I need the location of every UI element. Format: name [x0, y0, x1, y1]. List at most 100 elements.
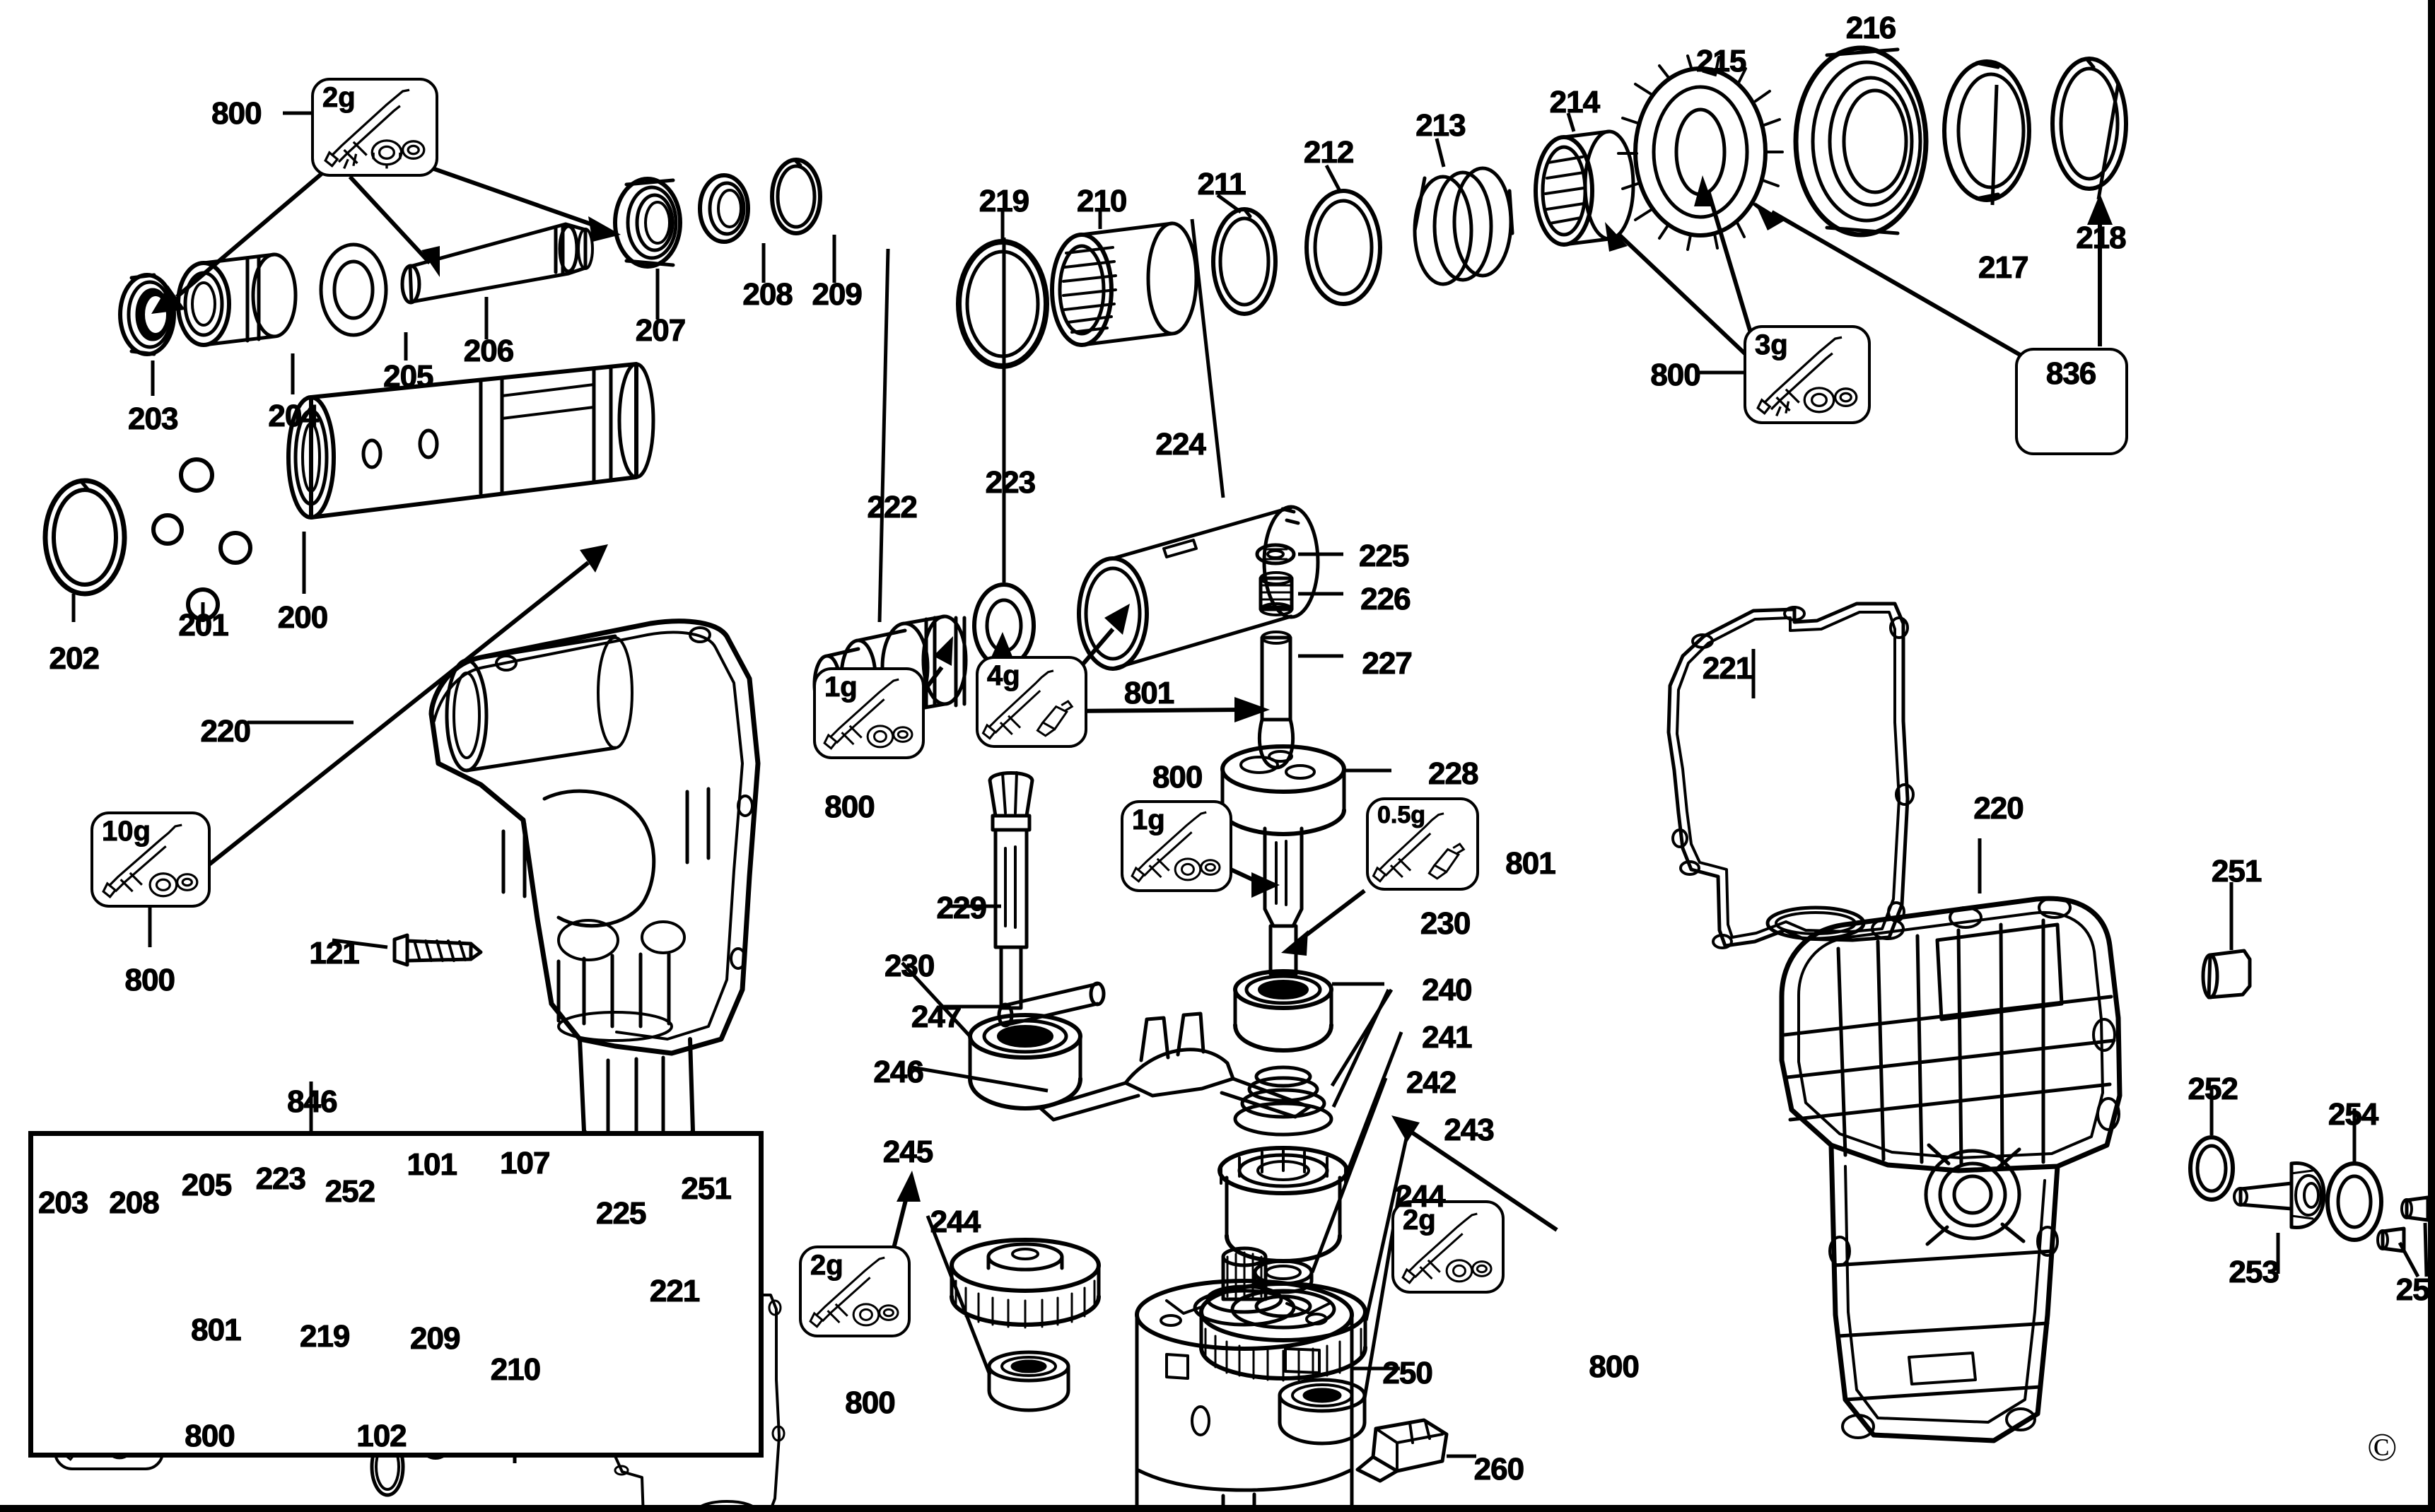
- grease-gun-gears-icon: [324, 88, 426, 170]
- part-number-251-56: 251: [2211, 854, 2262, 889]
- part-number-221-36: 221: [1702, 650, 1753, 686]
- part-number-215-21: 215: [1695, 43, 1747, 78]
- lube-amount-label: 2g: [810, 1250, 844, 1281]
- part-number-216-22: 216: [1845, 11, 1897, 46]
- part-number-207-5: 207: [635, 313, 687, 348]
- part-number-229-37: 229: [936, 890, 988, 925]
- legend-part-number-801-9: 801: [191, 1313, 243, 1348]
- legend-part-number-210-12: 210: [490, 1352, 542, 1388]
- legend-part-number-219-10: 219: [299, 1319, 351, 1354]
- part-number-212-18: 212: [1303, 135, 1355, 170]
- part-number-801-39: 801: [1505, 846, 1557, 881]
- grease-gun-tube-icon: [981, 669, 1074, 740]
- legend-part-number-205-2: 205: [181, 1168, 233, 1203]
- part-number-246-45: 246: [873, 1054, 925, 1089]
- lube-box-10g-220: 10g: [90, 811, 211, 908]
- lube-box-836: [2015, 348, 2128, 455]
- part-number-243-47: 243: [1444, 1113, 1495, 1148]
- part-number-205-3: 205: [383, 359, 435, 394]
- part-number-200-10: 200: [277, 600, 329, 635]
- lube-box-2g-243: 2g: [1391, 1200, 1505, 1294]
- part-number-260-54: 260: [1473, 1451, 1525, 1487]
- part-number-250-52: 250: [1382, 1355, 1434, 1390]
- part-number-244-50: 244: [1395, 1178, 1447, 1214]
- lube-box-1g-222: 1g: [813, 667, 925, 759]
- part-number-230-40: 230: [1420, 906, 1471, 942]
- lube-amount-label: 4g: [987, 660, 1021, 691]
- part-number-800-0: 800: [211, 95, 263, 131]
- lube-box-2g-245: 2g: [799, 1246, 911, 1337]
- part-number-227-32: 227: [1362, 646, 1413, 681]
- part-number-211-17: 211: [1197, 166, 1246, 201]
- part-number-240-42: 240: [1422, 972, 1473, 1007]
- lube-amount-label: 0.5g: [1377, 802, 1426, 828]
- part-number-800-53: 800: [1589, 1349, 1640, 1384]
- part-number-846-14: 846: [287, 1084, 339, 1120]
- lube-box-05g-801: 0.5g: [1366, 797, 1479, 891]
- part-number-230-41: 230: [884, 949, 935, 984]
- part-number-800-34: 800: [824, 789, 876, 824]
- lube-box-3g-top-right: 3g: [1744, 325, 1871, 424]
- lube-amount-label: 2g: [1403, 1205, 1437, 1236]
- lube-box-2g-top-left: 2g: [311, 78, 438, 177]
- part-number-219-15: 219: [979, 184, 1030, 219]
- lube-amount-label: 3g: [1755, 329, 1789, 361]
- legend-part-number-251-8: 251: [681, 1171, 732, 1206]
- part-number-220-11: 220: [200, 713, 252, 749]
- legend-part-number-225-7: 225: [596, 1196, 648, 1231]
- part-number-245-48: 245: [882, 1135, 934, 1170]
- part-number-226-31: 226: [1360, 581, 1412, 616]
- part-number-247-43: 247: [911, 999, 962, 1034]
- legend-part-number-208-1: 208: [109, 1185, 160, 1220]
- part-number-800-38: 800: [1152, 759, 1203, 795]
- grease-gun-gears-icon: [809, 1256, 899, 1328]
- part-number-244-49: 244: [930, 1204, 981, 1239]
- part-number-214-20: 214: [1549, 84, 1601, 119]
- part-number-220-55: 220: [1973, 791, 2025, 826]
- part-number-801-33: 801: [1123, 676, 1175, 711]
- part-number-228-35: 228: [1427, 756, 1479, 792]
- part-number-209-7: 209: [812, 277, 863, 312]
- part-number-222-27: 222: [867, 490, 918, 525]
- part-number-203-1: 203: [127, 402, 179, 437]
- part-number-800-12: 800: [124, 963, 176, 998]
- grease-gun-gears-icon: [823, 678, 913, 750]
- copyright-mark: ©: [2367, 1426, 2398, 1470]
- part-number-210-16: 210: [1076, 184, 1128, 219]
- grease-gun-gears-icon: [1401, 1212, 1493, 1284]
- lube-box-1g-230: 1g: [1121, 800, 1232, 892]
- lube-amount-label: 1g: [824, 672, 858, 703]
- legend-part-number-223-3: 223: [255, 1161, 307, 1197]
- lube-amount-label: 10g: [102, 816, 151, 847]
- part-number-201-9: 201: [178, 608, 230, 643]
- legend-part-number-107-6: 107: [500, 1146, 551, 1181]
- grease-gun-gears-icon: [102, 824, 199, 898]
- part-number-253-59: 253: [2229, 1254, 2280, 1289]
- legend-part-number-102-13: 102: [356, 1418, 408, 1453]
- part-number-206-4: 206: [463, 334, 515, 369]
- legend-part-number-252-4: 252: [325, 1174, 376, 1209]
- part-number-208-6: 208: [742, 277, 794, 312]
- legend-part-number-203-0: 203: [37, 1185, 89, 1220]
- part-number-218-24: 218: [2076, 220, 2127, 255]
- part-number-836-26: 836: [2045, 356, 2097, 391]
- grease-gun-gears-icon: [1756, 336, 1858, 417]
- part-number-217-23: 217: [1978, 250, 2029, 286]
- grease-gun-tube-icon: [1372, 812, 1466, 883]
- part-number-255-60: 255: [2395, 1272, 2435, 1307]
- legend-part-number-209-11: 209: [409, 1320, 461, 1356]
- lube-amount-label: 2g: [322, 82, 356, 113]
- part-number-121-13: 121: [309, 936, 361, 971]
- legend-box-846: [28, 1131, 764, 1458]
- part-number-254-58: 254: [2328, 1096, 2379, 1132]
- legend-part-number-800-15: 800: [185, 1418, 236, 1453]
- part-number-223-28: 223: [985, 464, 1037, 500]
- part-number-242-46: 242: [1406, 1065, 1457, 1101]
- part-number-800-25: 800: [1650, 357, 1702, 392]
- part-number-252-57: 252: [2188, 1072, 2239, 1107]
- part-number-241-44: 241: [1422, 1019, 1473, 1055]
- part-number-800-51: 800: [845, 1385, 897, 1421]
- legend-part-number-221-14: 221: [649, 1273, 701, 1308]
- part-number-204-2: 204: [268, 398, 320, 433]
- part-number-225-30: 225: [1358, 539, 1410, 574]
